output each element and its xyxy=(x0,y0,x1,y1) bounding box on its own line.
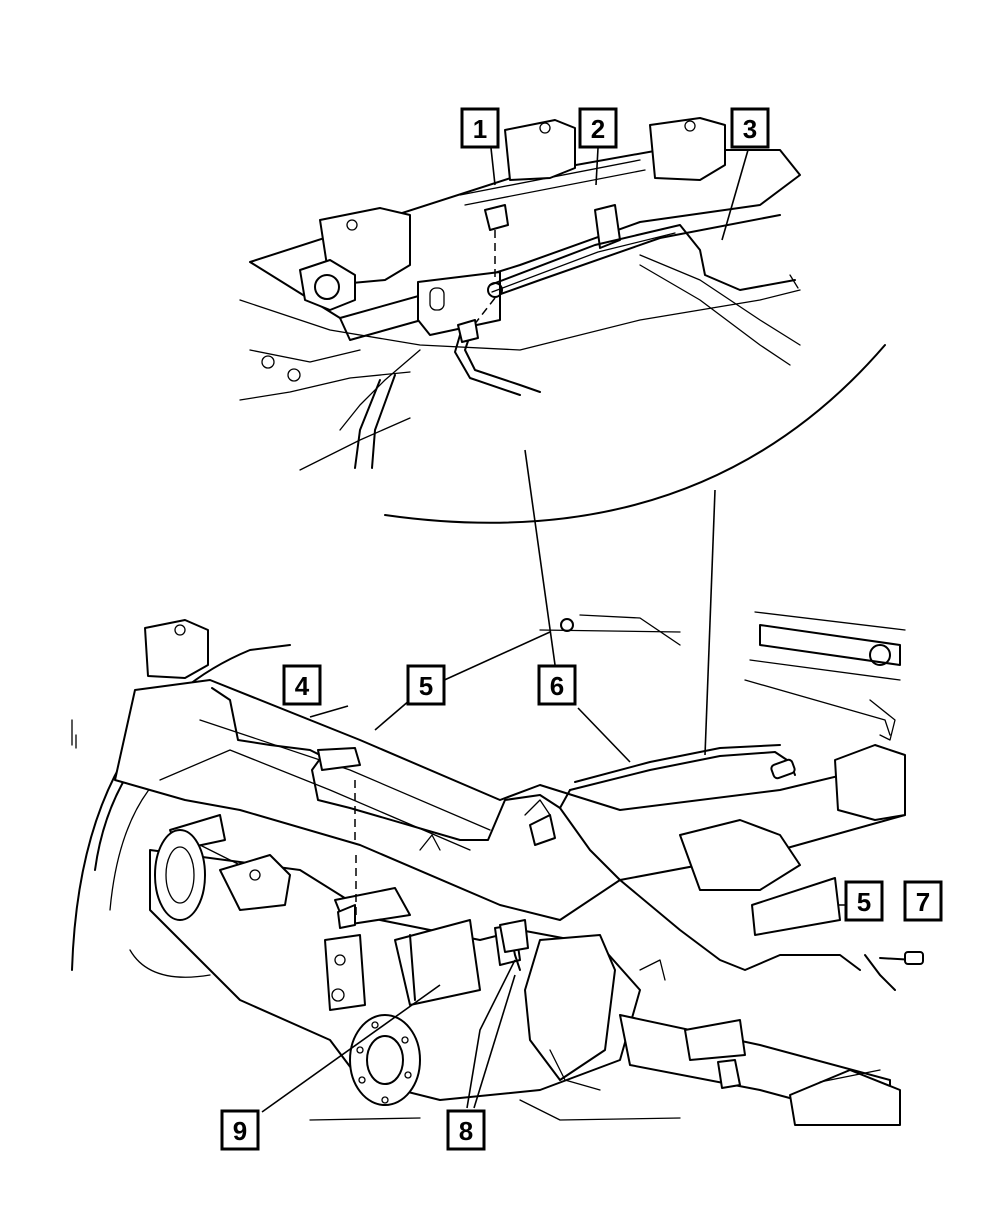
detail-view xyxy=(239,117,886,524)
callout-5b: 5 xyxy=(844,880,884,922)
detail-brackets xyxy=(299,117,726,336)
callout-boxes: 1 2 3 4 5 6 5 7 8 9 xyxy=(220,107,943,1151)
detail-circle-arc xyxy=(384,344,886,524)
detail-brake-line xyxy=(454,224,799,396)
callout-number: 5 xyxy=(419,671,433,701)
callout-box xyxy=(406,664,446,706)
callout-number: 4 xyxy=(295,671,310,701)
callout-6: 6 xyxy=(537,664,577,706)
leader-lines xyxy=(261,147,855,1113)
callout-box xyxy=(730,107,770,149)
detail-frame-rail xyxy=(239,149,801,471)
main-view xyxy=(71,147,924,1126)
callout-1: 1 xyxy=(460,107,500,149)
callout-box xyxy=(903,880,943,922)
frame-upper-right xyxy=(539,611,906,741)
callout-box xyxy=(578,107,618,149)
callout-5a: 5 xyxy=(406,664,446,706)
callout-number: 3 xyxy=(743,114,757,144)
callout-7: 7 xyxy=(903,880,943,922)
callout-number: 6 xyxy=(550,671,564,701)
callout-box xyxy=(282,664,322,706)
callout-box xyxy=(460,107,500,149)
callout-9: 9 xyxy=(220,1109,260,1151)
callout-3: 3 xyxy=(730,107,770,149)
callout-2: 2 xyxy=(578,107,618,149)
callout-number: 8 xyxy=(459,1116,473,1146)
callout-number: 7 xyxy=(916,887,930,917)
callout-number: 9 xyxy=(233,1116,247,1146)
main-brake-lines xyxy=(71,687,924,991)
callout-box xyxy=(844,880,884,922)
axle-housing xyxy=(149,799,901,1126)
callout-8: 8 xyxy=(446,1109,486,1151)
callout-box xyxy=(220,1109,260,1151)
callout-number: 5 xyxy=(857,887,871,917)
callout-4: 4 xyxy=(282,664,322,706)
callout-box xyxy=(537,664,577,706)
callout-box xyxy=(446,1109,486,1151)
callout-number: 2 xyxy=(591,114,605,144)
callout-number: 1 xyxy=(473,114,487,144)
